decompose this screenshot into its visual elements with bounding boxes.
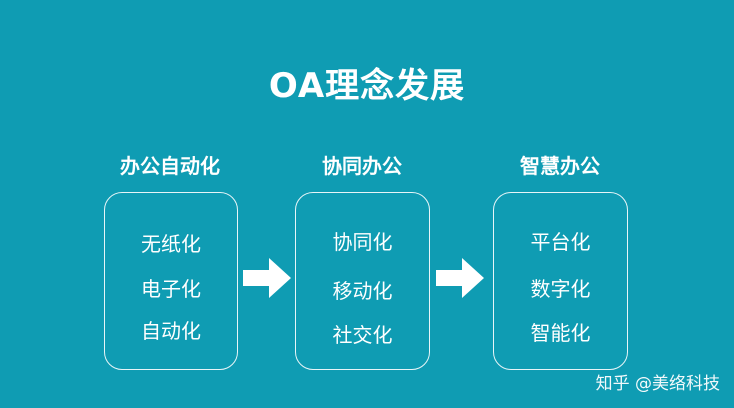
- stage-3-item-2: 数字化: [530, 277, 591, 301]
- stage-2-item-1: 协同化: [332, 230, 393, 254]
- stage-1-box: 无纸化 电子化 自动化: [104, 192, 238, 370]
- stage-2-item-2: 移动化: [332, 279, 393, 303]
- stage-3-item-1: 平台化: [530, 230, 591, 254]
- watermark: 知乎 @美络科技: [595, 374, 720, 394]
- diagram-title: OA理念发展: [268, 66, 466, 106]
- stage-1-item-3: 自动化: [141, 319, 201, 343]
- stage-1-heading: 办公自动化: [120, 154, 220, 178]
- stage-2-heading: 协同办公: [322, 154, 402, 178]
- stage-1-item-2: 电子化: [141, 277, 201, 301]
- stage-3-box: 平台化 数字化 智能化: [493, 192, 628, 370]
- stage-3-item-3: 智能化: [530, 321, 591, 345]
- stage-3-heading: 智慧办公: [520, 154, 600, 178]
- stage-1-item-1: 无纸化: [141, 232, 201, 256]
- right-arrow-icon: [436, 258, 484, 298]
- right-arrow-icon: [243, 258, 291, 298]
- stage-2-box: 协同化 移动化 社交化: [295, 192, 430, 370]
- stage-2-item-3: 社交化: [332, 323, 393, 347]
